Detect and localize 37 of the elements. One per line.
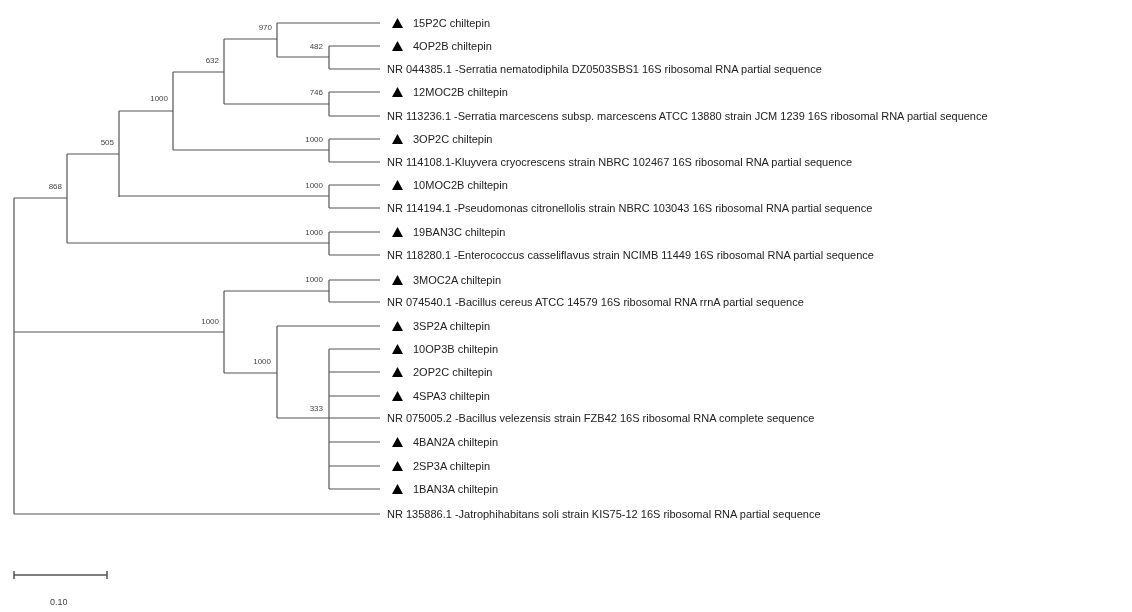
taxon-label: 10MOC2B chiltepin [413, 179, 508, 191]
taxon-label: NR 113236.1 -Serratia marcescens subsp. marcescens ATCC 13880 strain JCM 1239 16S ribosomal RNA partial sequence [387, 110, 988, 122]
bootstrap-value: 970 [258, 23, 272, 32]
bootstrap-value: 1000 [305, 275, 323, 284]
taxon-label: NR 074540.1 -Bacillus cereus ATCC 14579 16S ribosomal RNA rrnA partial sequence [387, 296, 804, 308]
bootstrap-value: 1000 [305, 228, 323, 237]
bootstrap-value: 505 [100, 138, 114, 147]
bootstrap-value: 1000 [201, 317, 219, 326]
bootstrap-value: 868 [48, 182, 62, 191]
bootstrap-value: 746 [309, 88, 323, 97]
taxon-label: NR 135886.1 -Jatrophihabitans soli strain KIS75-12 16S ribosomal RNA partial sequence [387, 508, 821, 520]
taxon-label: NR 044385.1 -Serratia nematodiphila DZ0503SBS1 16S ribosomal RNA partial sequence [387, 63, 822, 75]
taxon-label: 3MOC2A chiltepin [413, 274, 502, 286]
taxon-label: 10OP3B chiltepin [413, 343, 498, 355]
taxon-label: 3OP2C chiltepin [413, 133, 493, 145]
taxon-label: 4BAN2A chiltepin [413, 436, 498, 448]
bootstrap-value: 1000 [253, 357, 271, 366]
taxon-label: NR 075005.2 -Bacillus velezensis strain FZB42 16S ribosomal RNA complete sequence [387, 412, 815, 424]
taxon-label: 2SP3A chiltepin [413, 460, 491, 472]
taxon-label: 12MOC2B chiltepin [413, 86, 508, 98]
taxon-label: 19BAN3C chiltepin [413, 226, 506, 238]
taxon-label: 1BAN3A chiltepin [413, 483, 498, 495]
taxon-label: 3SP2A chiltepin [413, 320, 491, 332]
taxon-label: 4OP2B chiltepin [413, 40, 492, 52]
taxon-label: 4SPA3 chiltepin [413, 390, 490, 402]
bootstrap-value: 1000 [150, 94, 168, 103]
scale-label: 0.10 [50, 598, 68, 607]
taxon-label: 2OP2C chiltepin [413, 366, 493, 378]
bootstrap-value: 1000 [305, 181, 323, 190]
bootstrap-value: 1000 [305, 135, 323, 144]
taxon-label: NR 114194.1 -Pseudomonas citronellolis strain NBRC 103043 16S ribosomal RNA partial sequence [387, 202, 873, 214]
bootstrap-value: 482 [309, 42, 323, 51]
taxon-label: NR 114108.1-Kluyvera cryocrescens strain NBRC 102467 16S ribosomal RNA partial sequence [387, 156, 853, 168]
bootstrap-value: 333 [309, 404, 323, 413]
taxon-label: 15P2C chiltepin [413, 17, 491, 29]
bootstrap-value: 632 [205, 56, 219, 65]
taxon-label: NR 118280.1 -Enterococcus casseliflavus strain NCIMB 11449 16S ribosomal RNA partial sequence [387, 249, 874, 261]
